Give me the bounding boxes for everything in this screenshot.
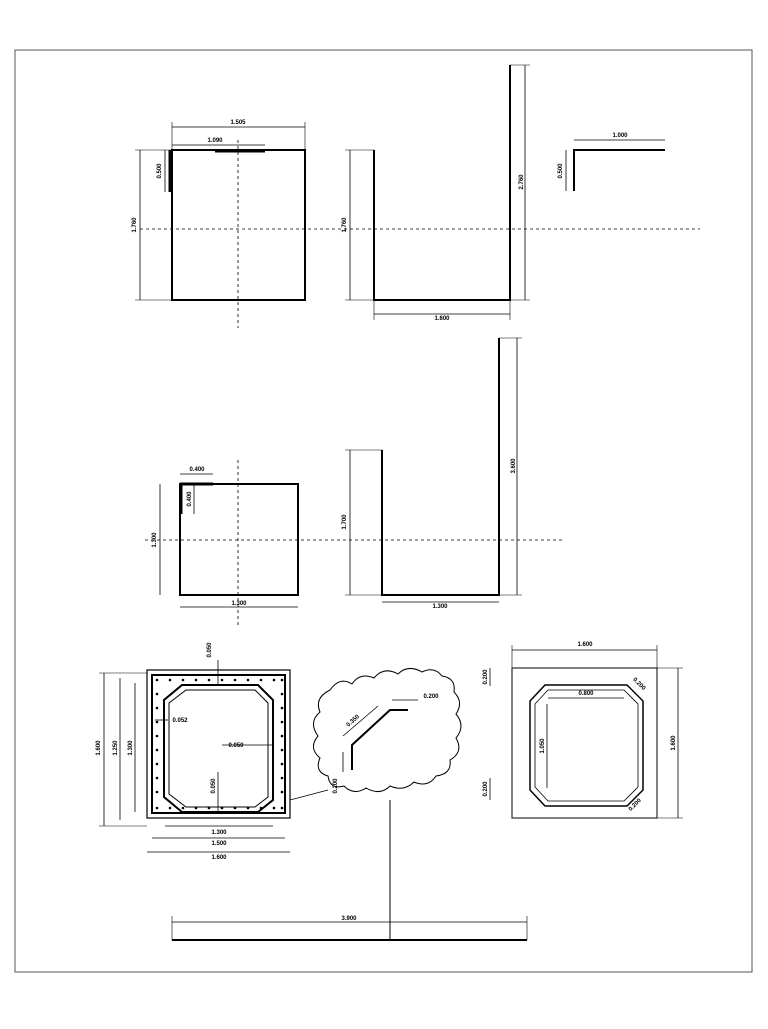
dim-text-13: 1.300	[231, 601, 247, 607]
dim-text-5: 1.760	[342, 217, 348, 233]
u-bar-1	[373, 65, 511, 301]
section-inner	[151, 674, 286, 814]
row1-stirrup-shape	[140, 140, 700, 328]
dim-text-12: 1.300	[152, 532, 158, 548]
row2-dimensions: 0.400 0.400 1.300 1.300	[152, 467, 298, 608]
dim-text-8: 1.000	[612, 133, 628, 139]
dim-text-33: 0.200	[631, 677, 646, 692]
dim-text-34: 1.050	[540, 738, 546, 754]
cloud-callout	[313, 668, 462, 940]
dim-text-22: 1.500	[211, 841, 227, 847]
dim-text-9: 0.500	[558, 163, 564, 179]
dim-text-16: 3.600	[511, 458, 517, 474]
dim-text-30: 1.600	[577, 642, 593, 648]
section-outer	[146, 669, 291, 819]
dim-text-35: 1.600	[671, 735, 677, 751]
section-dimensions: 0.050 0.052 0.050 0.050 1.300 1.500 1.60…	[96, 642, 329, 861]
dim-text-36: 0.200	[483, 781, 489, 797]
dim-text-25: 1.250	[113, 740, 119, 756]
row1-dimensions: 1.505 1.090 0.500 1.760	[132, 120, 306, 301]
dim-text-20: 0.050	[211, 778, 217, 794]
dim-text-26: 1.300	[128, 740, 134, 756]
dim-text-1: 1.505	[230, 120, 246, 126]
dim-text-17: 0.050	[207, 642, 213, 658]
right-section-dimensions: 1.600 0.200 0.800 0.200 1.050 1.600 0.20…	[483, 642, 683, 819]
dim-text-31: 0.200	[483, 669, 489, 685]
u-bar-2	[381, 338, 500, 596]
dim-text-19: 0.050	[228, 743, 244, 749]
dim-text-15: 1.300	[432, 604, 448, 610]
stirrup-outline-1	[171, 149, 306, 301]
bottom-dimensions: 3.900	[171, 916, 528, 940]
dim-text-28: 0.350	[346, 714, 362, 729]
dim-text-3: 0.500	[157, 163, 163, 179]
cloud-outline	[313, 668, 462, 792]
row2-u-bar	[381, 338, 500, 596]
row1-l-bar	[573, 149, 665, 191]
stirrup-outline-2	[179, 483, 299, 596]
dim-text-11: 0.400	[187, 491, 193, 507]
right-section	[511, 667, 658, 819]
dim-text-10: 0.400	[189, 467, 205, 473]
dim-text-14: 1.700	[342, 514, 348, 530]
sheet-border	[14, 49, 753, 973]
dim-text-23: 1.600	[211, 855, 227, 861]
cloud-dimensions: 0.200 0.350 0.200	[333, 694, 439, 794]
rebar-dots	[155, 678, 284, 810]
row2-u-dimensions: 1.700 1.300 3.600	[342, 337, 522, 610]
dim-text-2: 1.090	[207, 138, 223, 144]
right-octagon	[529, 684, 644, 807]
row1-u-bar	[373, 65, 511, 301]
dim-text-4: 1.760	[132, 217, 138, 233]
row1-u-dimensions: 1.760 1.600 2.760	[342, 64, 530, 322]
section-octagon	[163, 684, 274, 813]
dim-text-38: 3.900	[341, 916, 357, 922]
column-section	[146, 669, 291, 819]
dim-text-21: 1.300	[211, 830, 227, 836]
dim-text-29: 0.200	[333, 778, 339, 794]
dim-text-6: 1.600	[434, 316, 450, 322]
right-octagon-inner	[534, 689, 639, 802]
dim-text-27: 0.200	[423, 694, 439, 700]
row2-stirrup-shape	[145, 460, 565, 625]
cloud-hook-bar	[351, 709, 408, 770]
dim-text-7: 2.760	[519, 174, 525, 190]
dim-text-32: 0.800	[578, 691, 594, 697]
row1-l-dimensions: 1.000 0.500	[558, 133, 665, 191]
section-octagon-inner	[168, 689, 269, 808]
dim-text-18: 0.052	[172, 718, 188, 724]
right-outer	[511, 667, 658, 819]
l-bar-1	[573, 149, 665, 191]
dim-text-24: 1.600	[96, 740, 102, 756]
dim-text-37: 0.200	[628, 797, 643, 812]
